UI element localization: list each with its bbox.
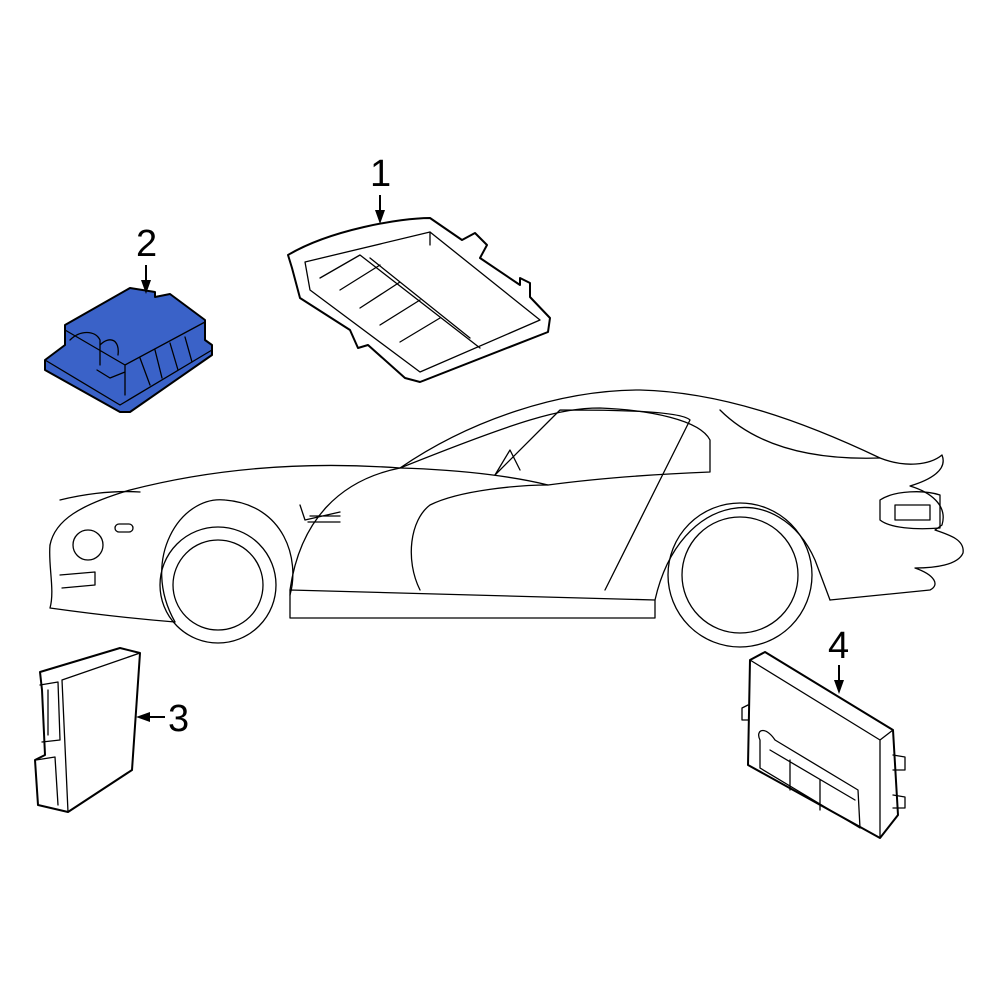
part-4-module xyxy=(741,651,906,839)
callout-arrows xyxy=(136,195,844,722)
callout-4: 4 xyxy=(828,625,850,667)
callout-3: 3 xyxy=(168,698,190,740)
part-3-module xyxy=(34,647,141,813)
callout-1: 1 xyxy=(370,153,392,195)
part-2-module xyxy=(44,287,213,413)
car-outline xyxy=(48,389,964,648)
callout-2: 2 xyxy=(136,223,158,265)
part-1-module xyxy=(287,217,551,383)
